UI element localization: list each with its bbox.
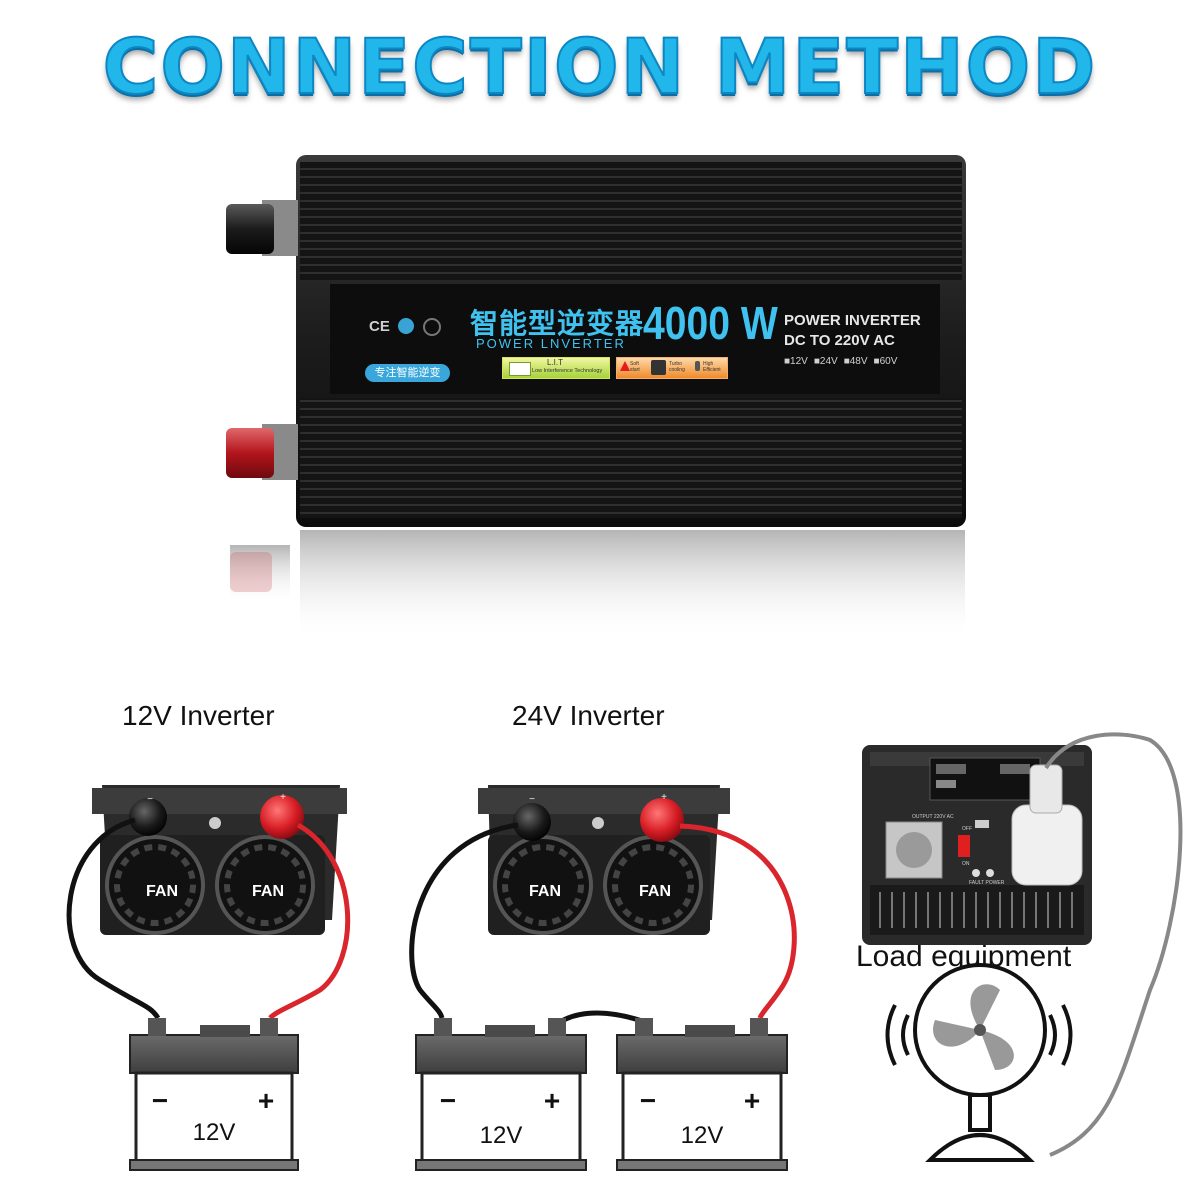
battery-minus: − <box>152 1085 168 1116</box>
cooling-fan-icon <box>651 360 666 375</box>
recycle-icon <box>423 318 441 336</box>
fan-icon <box>885 963 1073 1162</box>
certification-marks: CE <box>369 318 390 335</box>
fan-label: FAN <box>529 883 561 900</box>
battery-voltage: 12V <box>480 1122 523 1149</box>
inverter-24v <box>478 785 730 935</box>
terminal-minus-label: − <box>529 794 535 805</box>
feature-high-efficient: High Efficient <box>703 361 721 373</box>
series-link-cable <box>558 1010 646 1025</box>
terminal-plus-label: + <box>661 792 667 803</box>
inverter-rear-panel <box>862 745 1092 945</box>
voltage-option-12v: ■12V <box>784 356 808 367</box>
negative-cable <box>409 822 519 1019</box>
lit-icon <box>509 362 531 376</box>
product-name-cn: 智能型逆变器 <box>470 307 645 340</box>
fan-label: FAN <box>252 883 284 900</box>
lit-title: L.I.T <box>547 358 564 367</box>
battery-minus: − <box>640 1085 656 1116</box>
battery-plus: + <box>544 1085 560 1116</box>
feature-badge: Soft start Turbo cooling High Efficient <box>616 357 728 379</box>
product-name-en: POWER LNVERTER <box>476 336 626 351</box>
fan-label: FAN <box>639 883 671 900</box>
power-cord <box>1044 732 1183 1157</box>
voltage-option-60v: ■60V <box>873 356 898 367</box>
wattage: 4000 W <box>643 297 778 349</box>
rear-led-labels: FAULT POWER <box>969 880 1005 886</box>
rear-output-label: OUTPUT 220V AC <box>912 814 954 820</box>
lit-badge: L.I.T Low Interference Technology <box>502 357 610 379</box>
positive-cable <box>679 823 797 1019</box>
feature-soft-start: Soft start <box>630 361 640 373</box>
feature-turbo-cooling: Turbo cooling <box>669 361 685 373</box>
efficiency-icon <box>695 361 700 371</box>
eco-icon <box>398 318 414 334</box>
battery-minus: − <box>440 1085 456 1116</box>
slogan-badge: 专注智能逆变 <box>365 364 450 382</box>
label-dc-to-ac: DC TO 220V AC <box>784 332 895 349</box>
label-12v-inverter: 12V Inverter <box>122 700 275 731</box>
label-24v-inverter: 24V Inverter <box>512 700 665 731</box>
voltage-option-24v: ■24V <box>813 356 838 367</box>
lit-subtitle: Low Interference Technology <box>532 368 603 374</box>
battery-plus: + <box>258 1085 274 1116</box>
soft-start-icon <box>620 361 630 371</box>
voltage-options: ■12V ■24V ■48V ■60V <box>784 356 897 367</box>
page-title: CONNECTION METHOD <box>102 21 1098 112</box>
label-power-inverter: POWER INVERTER <box>784 312 921 329</box>
voltage-option-48v: ■48V <box>843 356 868 367</box>
rear-switch-off-label: OFF <box>962 826 972 832</box>
fan-label: FAN <box>146 883 178 900</box>
positive-cable <box>268 822 351 1020</box>
terminal-minus-label: − <box>147 794 153 805</box>
terminal-plus-label: + <box>280 792 286 803</box>
battery-12v-b <box>616 1018 788 1171</box>
battery-12v-a <box>415 1018 587 1171</box>
battery-voltage: 12V <box>193 1119 236 1146</box>
inverter-12v <box>92 785 347 935</box>
battery-12v <box>129 1018 299 1171</box>
negative-cable <box>66 817 161 1020</box>
wiring-diagram: FAN FAN − + − + 12V FAN FAN − + <box>66 732 1183 1171</box>
battery-plus: + <box>744 1085 760 1116</box>
battery-voltage: 12V <box>681 1122 724 1149</box>
rear-switch-on-label: ON <box>962 861 970 867</box>
